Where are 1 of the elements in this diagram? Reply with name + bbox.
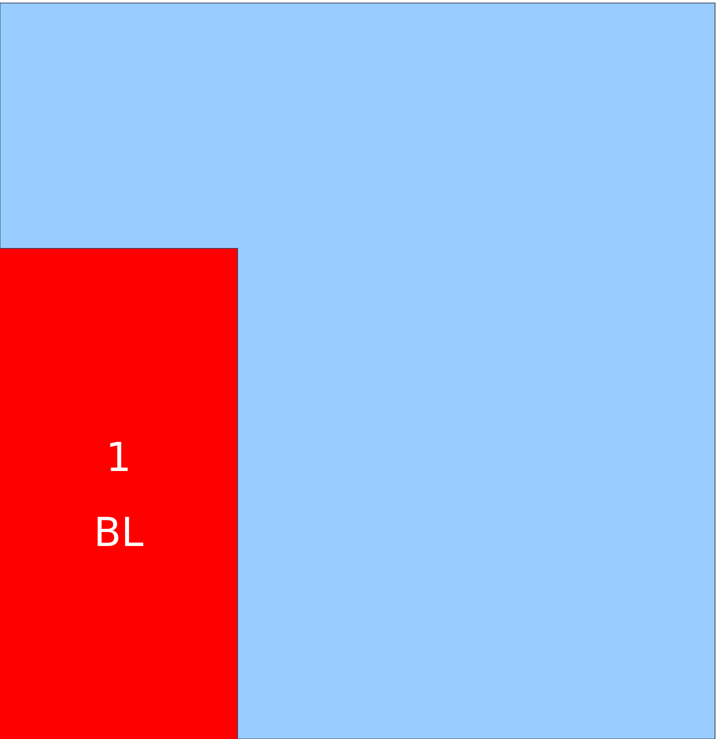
block-box: 1 BL [0,248,238,739]
